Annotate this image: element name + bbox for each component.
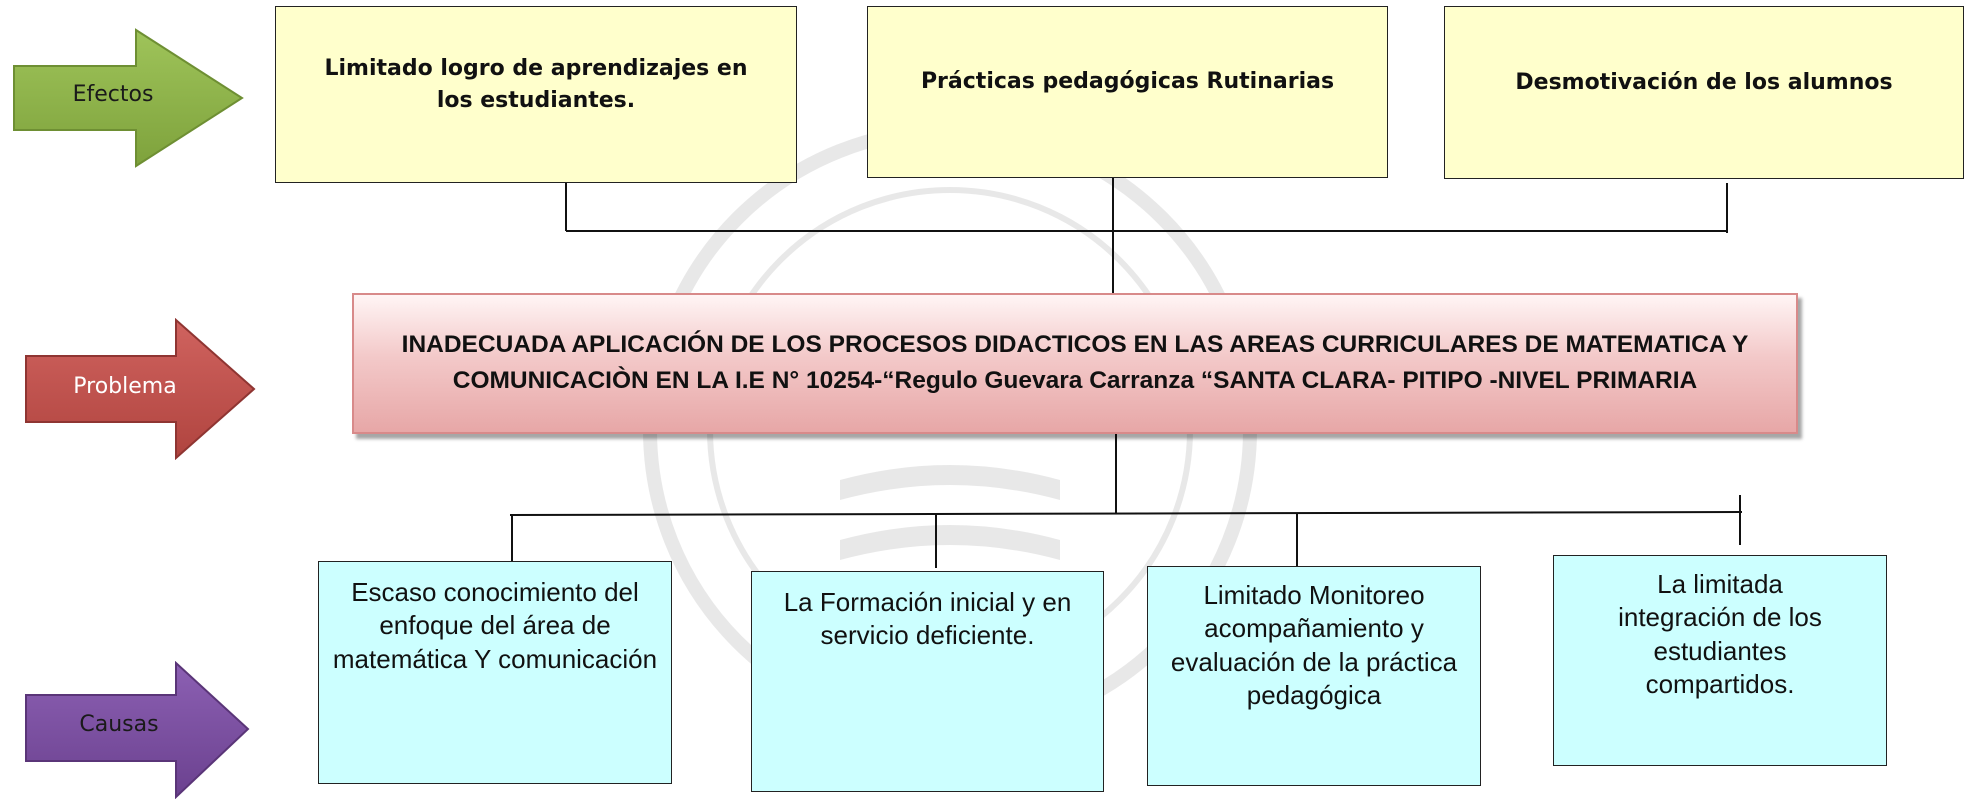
problem-text: INADECUADA APLICACIÓN DE LOS PROCESOS DI… [401, 330, 1749, 394]
effect-box-2: Prácticas pedagógicas Rutinarias [867, 6, 1388, 178]
problema-label: Problema [73, 374, 177, 399]
efectos-label: Efectos [72, 82, 154, 107]
causas-arrow [25, 661, 250, 799]
effect-box-1: Limitado logro de aprendizajes en los es… [275, 6, 797, 183]
cause-text-1: Escaso conocimiento del enfoque del área… [332, 577, 658, 674]
cause-box-4: La limitada integración de los estudiant… [1553, 555, 1887, 766]
efectos-arrow [13, 28, 244, 168]
effect-text-1: Limitado logro de aprendizajes en los es… [324, 55, 748, 113]
cause-box-3: Limitado Monitoreo acompañamiento y eval… [1147, 566, 1481, 786]
cause-box-2: La Formación inicial y en servicio defic… [751, 571, 1104, 792]
problema-arrow [25, 318, 256, 460]
effect-text-3: Desmotivación de los alumnos [1515, 69, 1893, 95]
cause-text-4: La limitada integración de los estudiant… [1618, 569, 1822, 699]
problem-box: INADECUADA APLICACIÓN DE LOS PROCESOS DI… [352, 293, 1798, 434]
effect-box-3: Desmotivación de los alumnos [1444, 6, 1964, 179]
causas-label: Causas [79, 712, 159, 737]
cause-text-3: Limitado Monitoreo acompañamiento y eval… [1170, 580, 1458, 710]
effect-text-2: Prácticas pedagógicas Rutinarias [920, 69, 1335, 95]
cause-box-1: Escaso conocimiento del enfoque del área… [318, 561, 672, 784]
cause-text-2: La Formación inicial y en servicio defic… [783, 587, 1072, 651]
